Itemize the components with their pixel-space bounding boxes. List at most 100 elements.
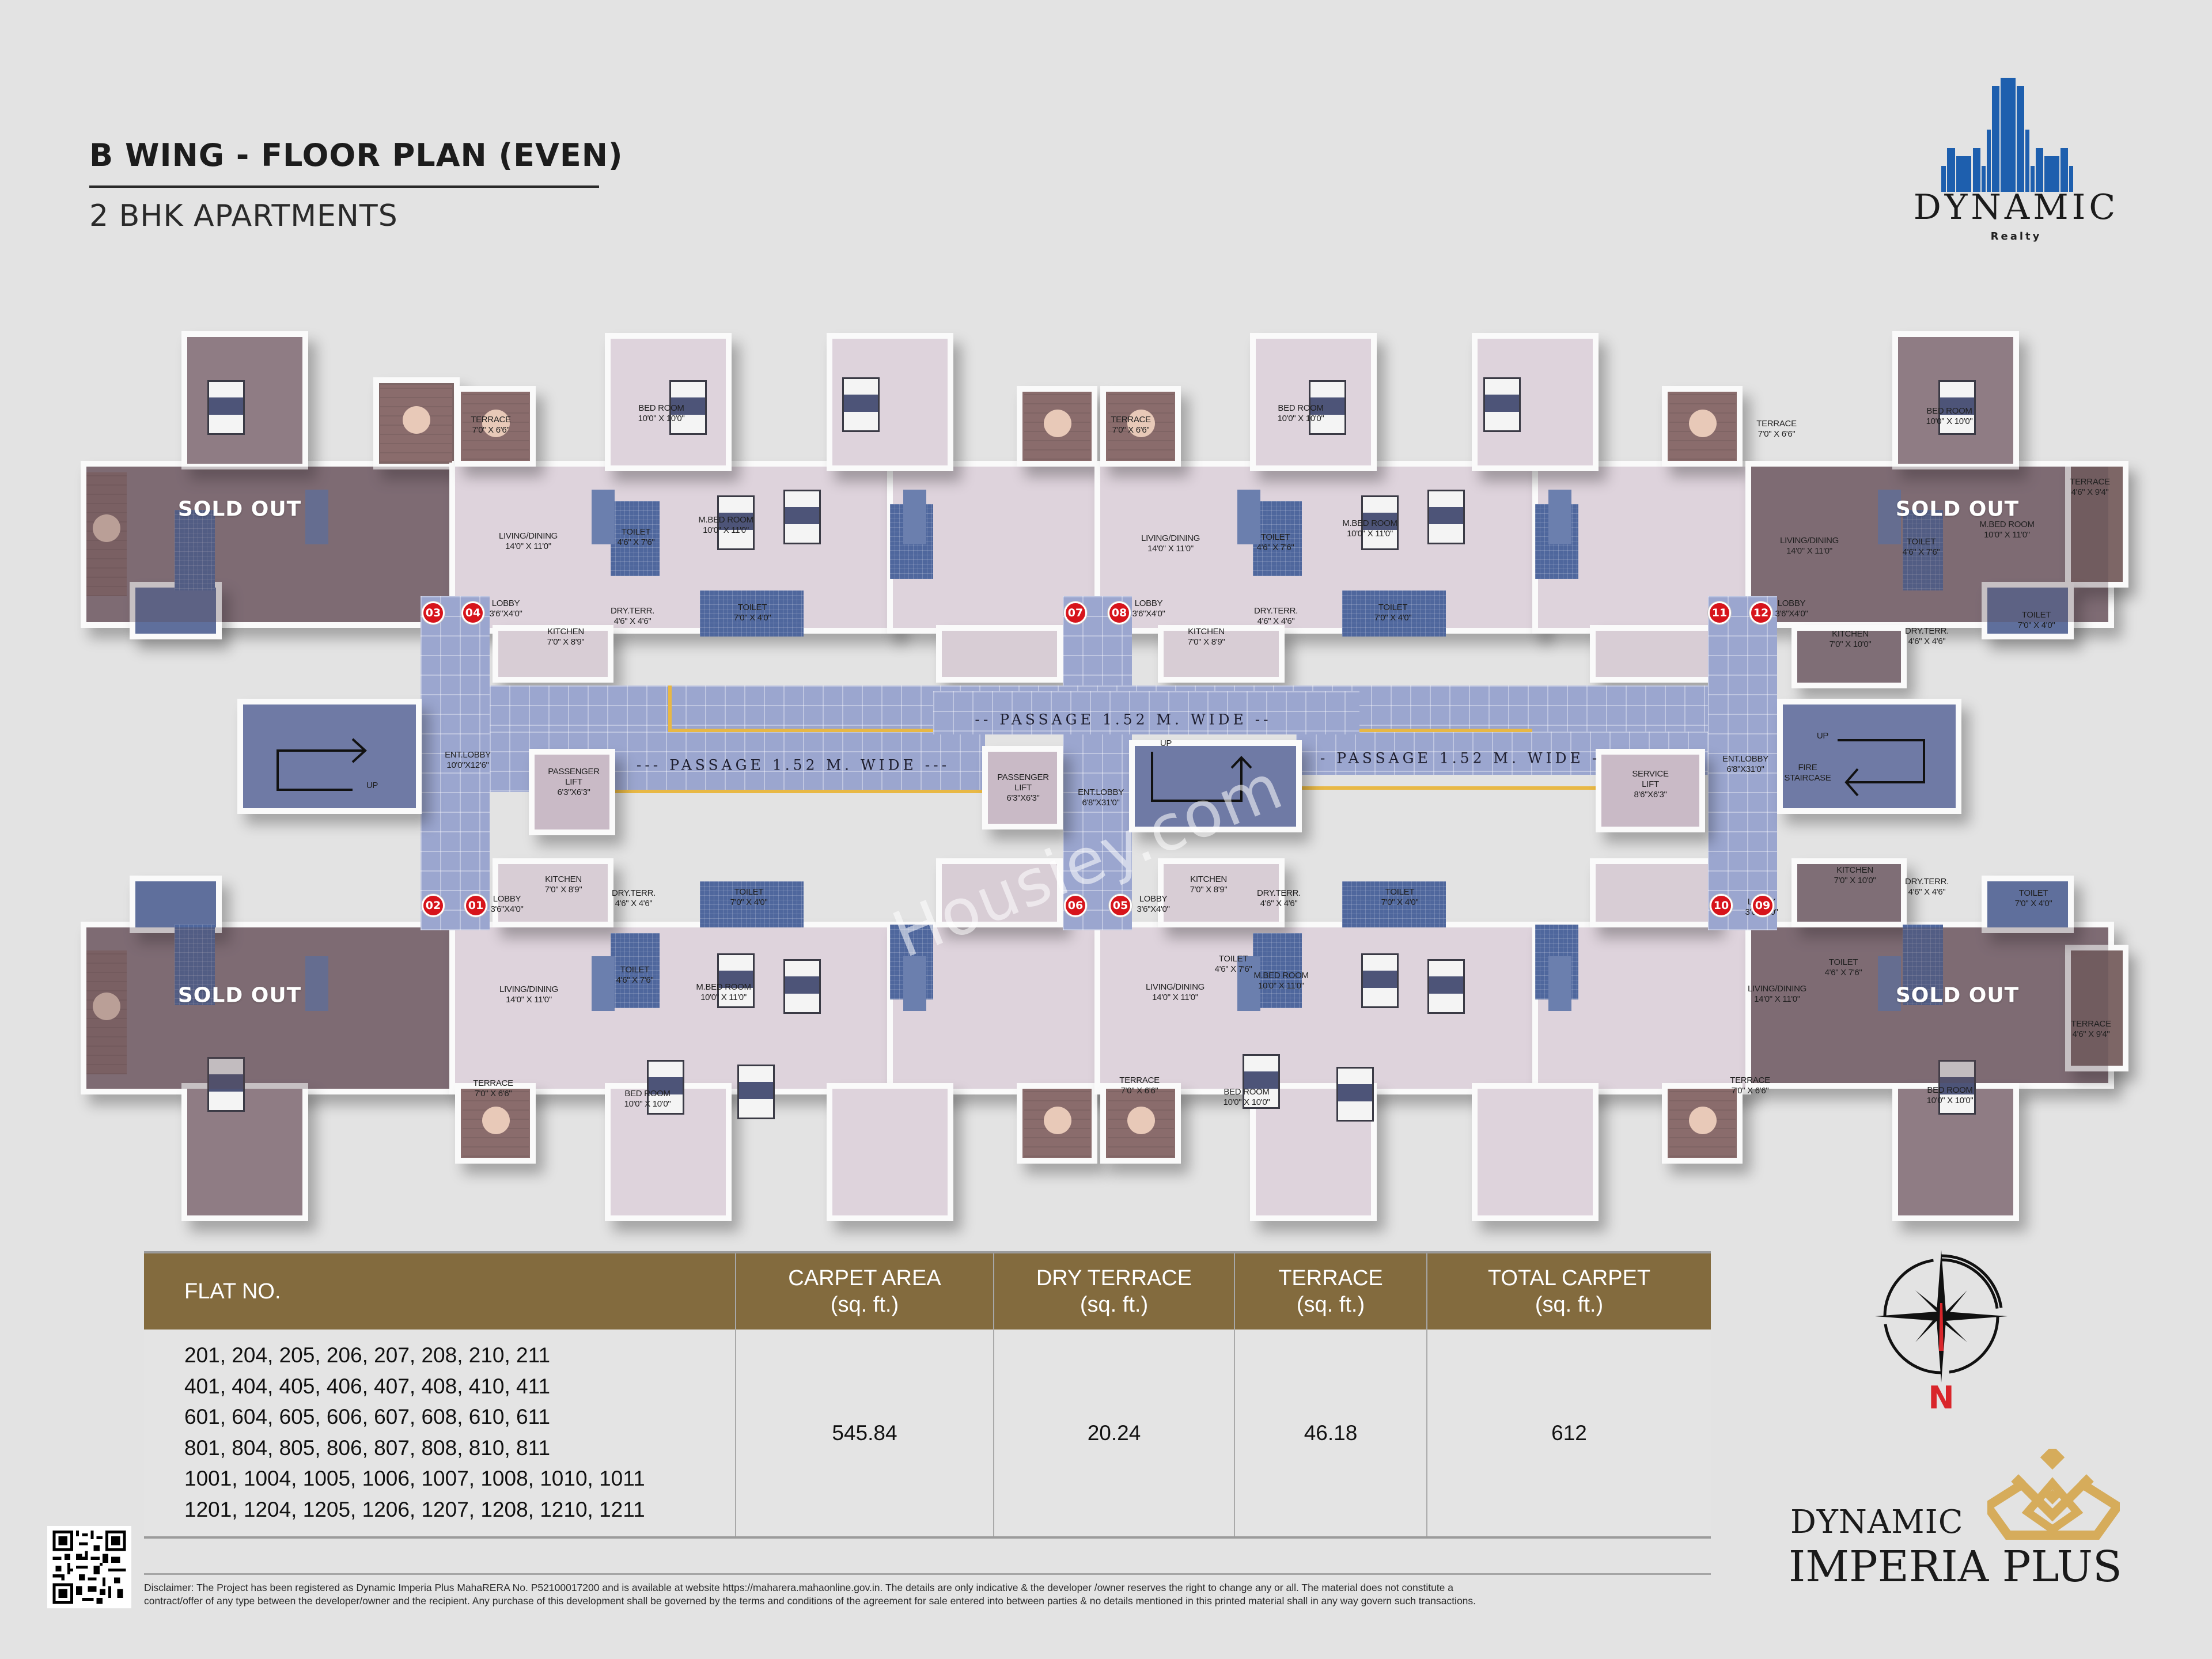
room-label: BED ROOM 10'0" X 10'0" xyxy=(638,403,685,423)
header-flat-no: FLAT NO. xyxy=(144,1253,736,1330)
terrace-furniture xyxy=(86,472,127,596)
flat-12-terrace-side xyxy=(2065,461,2128,588)
passage-edge xyxy=(615,790,984,793)
stair-up-label: UP xyxy=(1160,738,1172,748)
flat-12-toilet-wing xyxy=(1982,582,2074,639)
passage-edge xyxy=(668,729,933,732)
flat-number-badge: 08 xyxy=(1108,601,1131,624)
room-label: DRY.TERR. 4'6" X 4'6" xyxy=(1254,606,1298,626)
bed xyxy=(842,377,880,432)
room-label: TERRACE 7'0" X 6'6" xyxy=(1756,419,1797,439)
compass-rose-icon xyxy=(1875,1250,2008,1382)
room-label: ENT.LOBBY 6'8"X31'0" xyxy=(1078,787,1124,808)
room-label: TERRACE 7'0" X 6'6" xyxy=(471,415,511,435)
dining-table xyxy=(305,956,328,1011)
brand-name: DYNAMIC xyxy=(1913,187,2119,228)
flat-number-badge: 07 xyxy=(1064,601,1087,624)
room-label: PASSENGER LIFT 6'3"X6'3" xyxy=(548,767,600,797)
flat-09-toilet-wing xyxy=(1982,876,2074,933)
kitchen-strip-left-top xyxy=(493,625,613,683)
room-label: TOILET 4'6" X 7'6" xyxy=(1824,957,1862,978)
bed xyxy=(1427,490,1465,544)
flat-number-badge: 06 xyxy=(1064,894,1087,917)
room-label: PASSENGER LIFT 6'3"X6'3" xyxy=(997,772,1049,803)
dining-table xyxy=(592,490,615,544)
sold-out-overlay xyxy=(1751,927,2108,1083)
room-label: TERRACE 4'6" X 9'4" xyxy=(2071,1019,2111,1039)
room-label: KITCHEN 7'0" X 10'0" xyxy=(1834,865,1876,885)
terrace-furniture xyxy=(1669,1090,1736,1157)
kitchen-strip-mid2-top xyxy=(1158,625,1285,683)
room-label: LOBBY 3'6"X4'0" xyxy=(1137,894,1170,914)
brand-tagline: Realty xyxy=(1990,230,2042,243)
dining-table xyxy=(903,490,926,544)
flat-number-badge: 03 xyxy=(422,601,445,624)
table-top-rule xyxy=(144,1251,1711,1253)
room-label: BED ROOM 10'0" X 10'0" xyxy=(1223,1087,1270,1107)
bed xyxy=(1336,1067,1374,1122)
room-label: KITCHEN 7'0" X 10'0" xyxy=(1829,629,1872,649)
bed xyxy=(1427,959,1465,1014)
compass-north-label: N xyxy=(1928,1380,1955,1416)
bed xyxy=(669,380,707,435)
bed xyxy=(783,959,821,1014)
qr-code[interactable] xyxy=(47,1526,131,1608)
flat-number-badge: 12 xyxy=(1749,601,1772,624)
flat-number-badge: 05 xyxy=(1109,894,1132,917)
dining-table xyxy=(1548,490,1571,544)
flat-04-block xyxy=(449,461,899,634)
room-label: TOILET 4'6" X 7'6" xyxy=(1256,532,1294,552)
dining-table xyxy=(903,956,926,1011)
room-label: SERVICE LIFT 8'6"X6'3" xyxy=(1632,769,1669,800)
stair-arrow-icon xyxy=(276,738,367,791)
floor-plan: TERRACE 7'0" X 6'6" LIVING/DINING 14'0" X… xyxy=(81,331,2128,1221)
flat-05-block xyxy=(1094,922,1544,1094)
stair-up-label: UP xyxy=(366,781,378,790)
bed xyxy=(1938,380,1976,435)
room-label: FIRE STAIRCASE xyxy=(1784,763,1831,783)
room-label: LOBBY 3'6"X4'0" xyxy=(490,894,524,914)
right-entrance-lobby xyxy=(1708,596,1777,930)
flat-06-bedroom-wing xyxy=(827,1083,953,1221)
passage-edge xyxy=(668,685,672,732)
room-label: TOILET 4'6" X 7'6" xyxy=(1902,537,1940,557)
dining-table xyxy=(1878,956,1901,1011)
sold-out-label: SOLD OUT xyxy=(1895,983,2020,1007)
room-label: TERRACE 7'0" X 6'6" xyxy=(473,1078,513,1099)
mid-staircase xyxy=(1129,740,1302,832)
bed xyxy=(1483,377,1521,432)
room-label: TOILET 7'0" X 4'0" xyxy=(2017,610,2055,630)
dining-table xyxy=(592,956,615,1011)
room-label: TOILET 7'0" X 4'0" xyxy=(733,603,771,623)
flat-list-row: 1001, 1004, 1005, 1006, 1007, 1008, 1010… xyxy=(184,1467,645,1490)
terrace-furniture xyxy=(1108,1090,1174,1157)
passage-edge xyxy=(1296,786,1596,790)
header-dry-terrace: DRY TERRACE(sq. ft.) xyxy=(994,1253,1235,1330)
toilet-4x7-4 xyxy=(1253,933,1302,1008)
room-label: KITCHEN 7'0" X 8'9" xyxy=(1187,627,1225,647)
room-label: KITCHEN 7'0" X 8'9" xyxy=(1190,874,1228,895)
room-label: LIVING/DINING 14'0" X 11'0" xyxy=(1780,536,1839,556)
flat-list-row: 801, 804, 805, 806, 807, 808, 810, 811 xyxy=(184,1435,551,1460)
service-lift xyxy=(1596,749,1705,832)
terrace-furniture xyxy=(463,393,529,460)
room-label: M.BED ROOM 10'0" X 11'0" xyxy=(698,515,753,535)
terrace-furniture xyxy=(463,1090,529,1157)
sold-out-overlay xyxy=(1751,467,2108,622)
flat-number-badge: 02 xyxy=(422,894,445,917)
total-carpet-value: 612 xyxy=(1427,1330,1711,1537)
room-label: TOILET 4'6" X 7'6" xyxy=(617,527,655,547)
room-label: DRY.TERR. 4'6" X 4'6" xyxy=(1905,626,1949,646)
kitchen-strip-farright-top xyxy=(1791,625,1907,688)
fire-staircase xyxy=(1777,699,1961,814)
room-label: DRY.TERR. 4'6" X 4'6" xyxy=(1905,877,1949,897)
bed xyxy=(207,380,245,435)
left-staircase xyxy=(237,699,422,814)
bed xyxy=(207,1057,245,1112)
flat-04-bedroom-wing xyxy=(605,333,732,471)
passage-edge xyxy=(1359,729,1532,732)
disclaimer-line-2: contract/offer of any type between the d… xyxy=(144,1595,1476,1607)
stair-arrow-icon xyxy=(1838,739,1925,797)
dining-table xyxy=(1237,956,1260,1011)
passage-label: -- PASSAGE 1.52 M. WIDE -- xyxy=(975,711,1272,728)
